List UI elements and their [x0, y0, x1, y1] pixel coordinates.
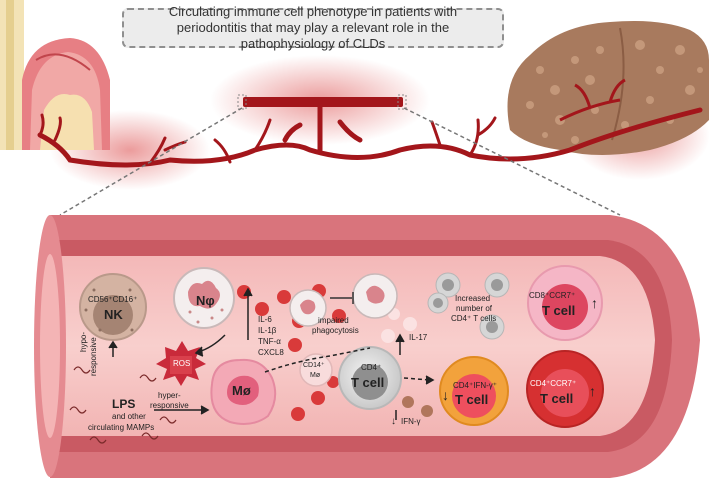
zoom-line-left: [59, 107, 243, 216]
nk-cell: [79, 273, 147, 341]
ifng-arrow: ↓: [391, 416, 396, 427]
red-blood-cells: [237, 284, 346, 421]
cd4ccr7-arrow: ↑: [589, 383, 596, 399]
increased-label-3: CD4⁺ T cells: [451, 314, 497, 323]
phagocytosis-cells: [289, 273, 398, 327]
cd4-marker: CD4⁺: [361, 363, 382, 372]
impaired-label-1: impaired: [318, 316, 349, 325]
cytokine-tnfa: TNF-α: [258, 337, 281, 346]
monocyte-cell: [299, 353, 333, 387]
nk-marker: CD56⁺CD16⁺: [88, 295, 138, 304]
th1-label: T cell: [455, 392, 489, 407]
th1-arrow: ↓: [442, 387, 449, 403]
cd4-cluster: [427, 272, 510, 340]
hypo-responsive-label: responsive: [89, 337, 98, 376]
hyper-label: hyper-: [158, 391, 181, 400]
lps-label: LPS: [112, 397, 136, 411]
tooth-illustration: [0, 0, 110, 150]
impaired-label-2: phagocytosis: [312, 326, 359, 335]
ros-label: ROS: [173, 359, 191, 368]
cd8-arrow: ↑: [591, 295, 598, 311]
th1-t-cell: [439, 356, 509, 426]
mamp-squiggles: [69, 366, 177, 444]
cd4-t-cell: [338, 346, 402, 410]
cd4ccr7-t-cell: [526, 350, 604, 428]
nk-label: NK: [104, 307, 123, 322]
increased-label-1: Increased: [455, 294, 491, 303]
figure-title: Circulating immune cell phenotype in pat…: [122, 4, 504, 51]
neutrophil-cell: [173, 267, 235, 329]
ifng-particles: [402, 396, 433, 417]
th1-marker: CD4⁺IFN-γ⁺: [453, 381, 497, 390]
ros-star: [156, 341, 206, 386]
monocyte-marker: CD14⁺: [303, 362, 325, 369]
arrows: [108, 287, 435, 420]
cd4ccr7-marker: CD4⁺CCR7⁺: [530, 379, 577, 388]
cd4-label: T cell: [351, 375, 385, 390]
cytokine-il1b: IL-1β: [258, 326, 277, 335]
zoom-marker-left: [237, 94, 247, 110]
increased-label-2: number of: [456, 304, 493, 313]
cd8-t-cell: [527, 265, 603, 341]
hypo-label: hypo-: [79, 331, 88, 352]
cytokine-cxcl8: CXCL8: [258, 348, 284, 357]
macrophage-label: Mø: [232, 383, 251, 398]
cd8-marker: CD8⁺CCR7⁺: [529, 291, 576, 300]
monocyte-label: Mø: [310, 372, 321, 379]
il17-label: IL-17: [409, 333, 428, 342]
hyper-responsive-label: responsive: [150, 401, 189, 410]
artery-segment: [243, 97, 403, 107]
lps-sub-2: circulating MAMPs: [88, 423, 155, 432]
macrophage-cell: [210, 358, 277, 425]
zoom-marker-right: [397, 94, 407, 110]
ifng-label: IFN-γ: [401, 417, 421, 426]
artery: [37, 102, 703, 168]
zoom-line-right: [403, 107, 621, 216]
lps-sub-1: and other: [112, 412, 146, 421]
cd4ccr7-label: T cell: [540, 391, 574, 406]
cd8-label: T cell: [542, 303, 576, 318]
neutrophil-label: Nφ: [196, 293, 215, 308]
cytokine-il6: IL-6: [258, 315, 272, 324]
